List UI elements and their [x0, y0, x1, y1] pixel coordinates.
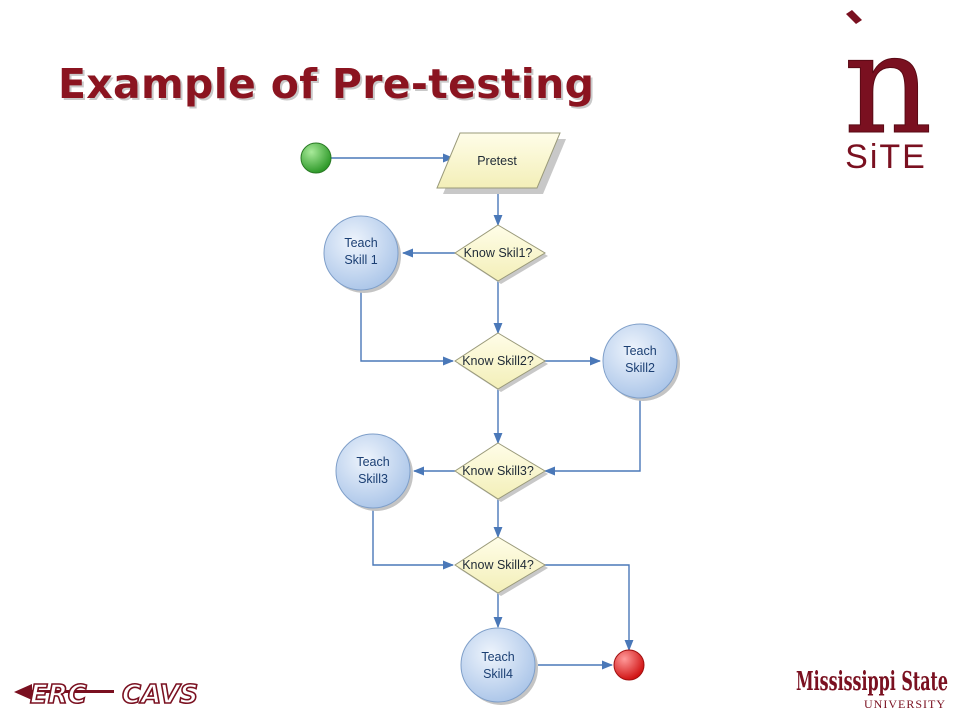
- decision-1: Know Skil1?: [454, 224, 548, 284]
- msu-logo: Mississippi State UNIVERSITY: [796, 667, 948, 711]
- teach-4-line1: Teach: [481, 650, 514, 664]
- decision-3: Know Skill3?: [454, 442, 548, 502]
- decision-2-label: Know Skill2?: [462, 354, 534, 368]
- teach-4-line2: Skill4: [483, 667, 513, 681]
- connector-teach3-d4: [372, 508, 455, 570]
- teach-2-line1: Teach: [623, 344, 656, 358]
- connectors: [331, 153, 641, 670]
- decision-2: Know Skill2?: [454, 332, 548, 392]
- process-pretest: Pretest: [436, 132, 566, 194]
- erc-cavs-logo: ERC CAVS: [14, 679, 199, 711]
- decision-1-label: Know Skil1?: [464, 246, 533, 260]
- start-node: [300, 142, 332, 174]
- decision-4: Know Skill4?: [454, 536, 548, 596]
- erc-logo-text: ERC: [30, 680, 87, 710]
- teach-1-line1: Teach: [344, 236, 377, 250]
- teach-2-line2: Skill2: [625, 361, 655, 375]
- decision-3-label: Know Skill3?: [462, 464, 534, 478]
- end-node: [613, 649, 645, 681]
- teach-3-line1: Teach: [356, 455, 389, 469]
- cavs-logo: CAVS: [121, 679, 199, 711]
- msu-logo-name: Mississippi State: [796, 667, 948, 697]
- action-teach-skill-3: Teach Skill3: [335, 433, 413, 511]
- action-teach-skill-4: Teach Skill4: [460, 627, 538, 705]
- msu-logo-sub: UNIVERSITY: [864, 697, 946, 711]
- erc-logo: ERC: [14, 679, 114, 711]
- pretest-label: Pretest: [477, 154, 517, 168]
- insite-logo: n SiTE: [843, 6, 933, 176]
- insite-logo-accent: [846, 10, 862, 24]
- decision-4-label: Know Skill4?: [462, 558, 534, 572]
- connector-d4-end: [543, 564, 634, 652]
- teach-1-line2: Skill 1: [344, 253, 377, 267]
- cavs-logo-text: CAVS: [122, 680, 198, 710]
- connector-teach1-d2: [360, 290, 455, 366]
- insite-logo-text: SiTE: [845, 138, 927, 176]
- action-teach-skill-1: Teach Skill 1: [323, 215, 401, 293]
- teach-3-line2: Skill3: [358, 472, 388, 486]
- connector-teach2-d3: [543, 398, 641, 476]
- slide-title: Example of Pre-testing: [58, 60, 595, 108]
- insite-logo-mark: n: [844, 6, 933, 165]
- action-teach-skill-2: Teach Skill2: [602, 323, 680, 401]
